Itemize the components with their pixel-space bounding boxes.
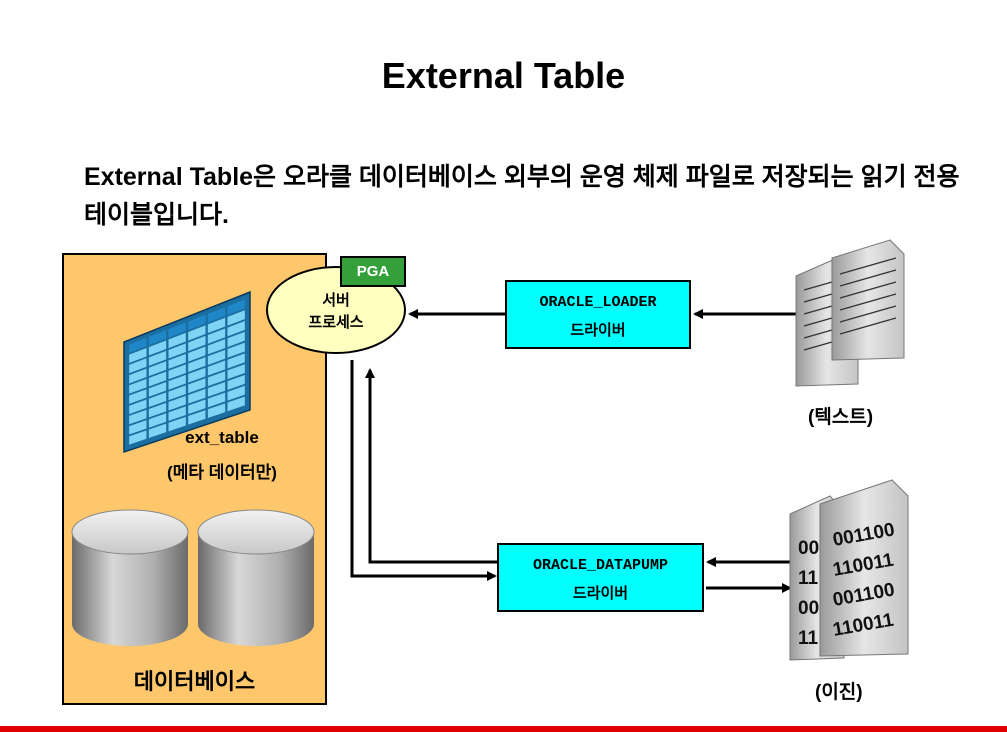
binary-row-left: 11 — [798, 568, 819, 589]
server-process-line1: 서버 — [266, 290, 406, 312]
text-files-icon — [790, 236, 910, 396]
bottom-accent-line — [0, 726, 1007, 732]
oracle-loader-sub: 드라이버 — [507, 319, 689, 340]
oracle-datapump-sub: 드라이버 — [499, 582, 702, 603]
oracle-datapump-name: ORACLE_DATAPUMP — [499, 557, 702, 574]
datapump-to-server-arrow — [370, 370, 497, 562]
binary-row-left: 00 — [798, 538, 819, 559]
oracle-loader-name: ORACLE_LOADER — [507, 294, 689, 311]
text-file-front — [832, 240, 904, 360]
text-files-label: (텍스트) — [808, 402, 873, 429]
server-process-line2: 프로세스 — [266, 312, 406, 334]
server-to-datapump-arrow — [352, 360, 495, 576]
pga-box: PGA — [340, 256, 406, 287]
binary-files-label: (이진) — [815, 677, 863, 704]
binary-row-left: 00 — [798, 598, 819, 619]
oracle-datapump-driver: ORACLE_DATAPUMP 드라이버 — [497, 543, 704, 612]
server-process-label: 서버 프로세스 — [266, 290, 406, 334]
binary-row-left: 11 — [798, 628, 819, 649]
oracle-loader-driver: ORACLE_LOADER 드라이버 — [505, 280, 691, 349]
